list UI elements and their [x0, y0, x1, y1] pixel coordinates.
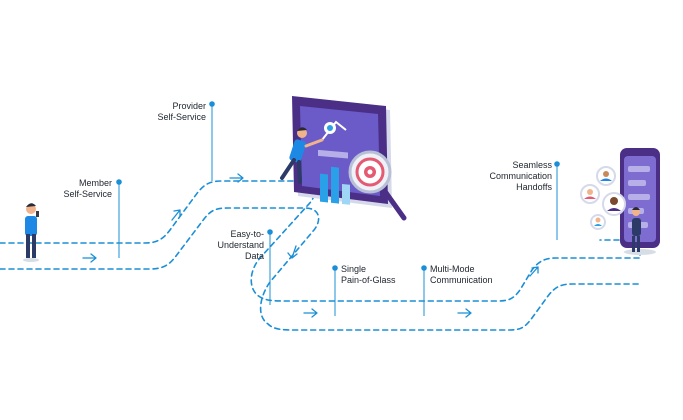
direction-arrows — [82, 173, 539, 318]
arrow-right-icon — [229, 173, 244, 183]
arrow-right-icon — [457, 308, 472, 318]
arrow-down-icon — [287, 245, 298, 259]
chat-avatar-icon — [596, 166, 616, 186]
label-single-pane-of-glass: Single Pain-of-Glass — [341, 264, 396, 285]
journey-path-lower — [0, 207, 641, 331]
journey-path-upper — [0, 180, 641, 302]
leader-lines — [116, 101, 560, 316]
person-figure — [632, 207, 641, 252]
chat-avatar-icon — [580, 184, 600, 204]
chat-avatar-icon — [590, 214, 606, 230]
journey-path — [0, 180, 641, 331]
bar-chart-icon — [320, 166, 350, 205]
chat-avatar-icon — [602, 192, 626, 216]
member-figure — [23, 203, 39, 262]
chat-avatar-icons — [580, 166, 626, 230]
label-member-self-service: Member Self-Service — [63, 178, 112, 199]
arrow-right-icon — [303, 308, 318, 318]
arrow-up-right-icon — [171, 209, 181, 221]
label-multi-mode-communication: Multi-Mode Communication — [430, 264, 493, 285]
label-provider-self-service: Provider Self-Service — [157, 101, 206, 122]
label-easy-to-understand-data: Easy-to- Understand Data — [217, 229, 264, 261]
arrow-up-right-icon — [529, 266, 539, 277]
label-seamless-communication-handoffs: Seamless Communication Handoffs — [489, 160, 552, 192]
magnifier-icon — [348, 150, 407, 221]
provider-figure — [280, 127, 324, 184]
arrow-right-icon — [82, 253, 97, 263]
